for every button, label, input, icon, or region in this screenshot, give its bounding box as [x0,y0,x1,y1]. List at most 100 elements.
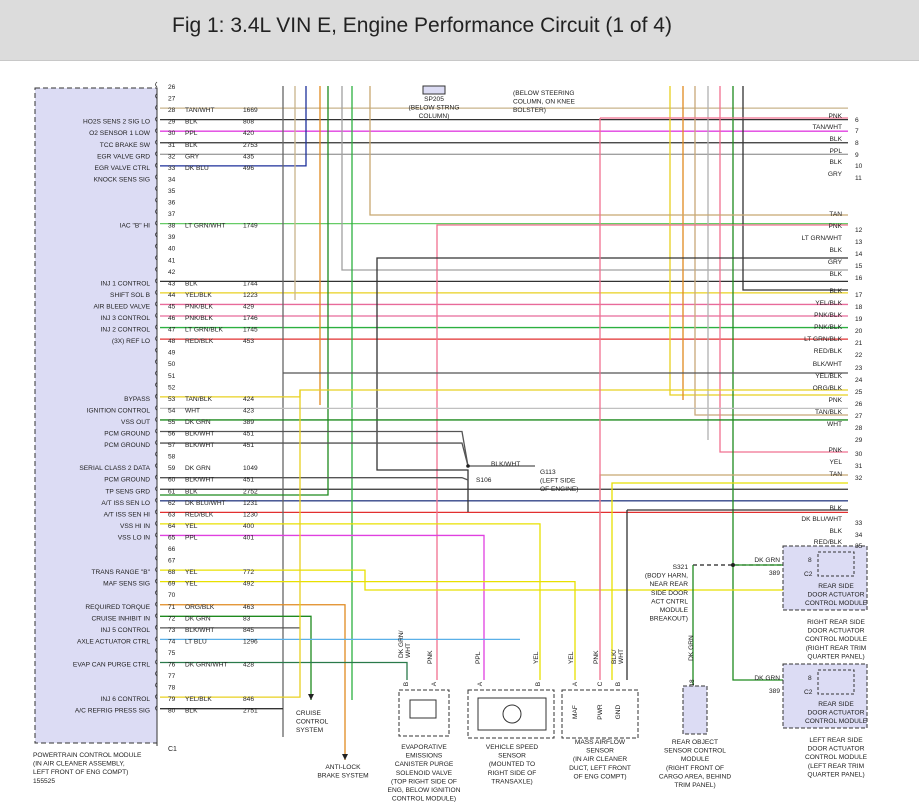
right-wire-number: 15 [855,263,863,270]
pin-arrow [155,231,158,238]
maf-label: DUCT, LEFT FRONT [569,765,631,772]
pin-8-label: 8 [808,557,812,564]
pin-function: TP SENS GRD [105,488,150,495]
s321-splice [731,563,735,567]
cruise-arrow [308,694,314,700]
right-door-box-label: CONTROL MODULE [805,600,868,607]
pin-number: 44 [168,292,176,299]
pin-arrow [155,347,158,353]
dk-grn-83 [160,615,312,700]
vss-a-wire: PPL [475,651,482,664]
right-wire-color: PNK [828,223,842,230]
blk-wht-57 [160,442,469,467]
pin-arrow [155,254,158,261]
right-wire-number: 28 [855,425,863,432]
right-door-desc: CONTROL MODULE [805,636,868,643]
wire-color-label: TAN/WHT [185,107,215,114]
pin-arrow [155,381,158,388]
circuit-number: 400 [243,523,254,530]
right-wire-color: GRY [828,259,843,266]
cruise-label: CONTROL [296,719,329,726]
circuit-number: 1231 [243,500,258,507]
abs-label: ANTI-LOCK [325,764,361,771]
right-wire-number: 24 [855,377,863,384]
pin-number: 27 [168,96,176,103]
pin-arrow [155,116,158,122]
evap-pin-a: A [431,681,438,686]
evap-valve-box [398,689,450,737]
circuit-number: 1744 [243,280,258,287]
wire-color-label: BLK/WHT [185,442,214,449]
cruise-label: CRUISE [296,710,322,717]
right-wire-color: PNK [828,113,842,120]
circuit-number: 1746 [243,315,258,322]
sp205-label: (BELOW STRNG [409,105,460,112]
pin-number: 34 [168,176,176,183]
s321-label: NEAR REAR [650,581,689,588]
rear-obj-label: MODULE [681,756,710,763]
wire-color-label: BLK [185,119,198,126]
maf-label: SENSOR [586,748,614,755]
pin-number: 49 [168,350,176,357]
pin-function: MAF SENS SIG [103,581,150,588]
pcm-label: (IN AIR CLEANER ASSEMBLY, [33,761,125,768]
dk-grn-vertical-label: DK GRN [688,635,695,661]
pin-number: 56 [168,431,176,438]
pin-arrow [155,555,158,561]
pcm-module-box [34,87,158,744]
circuit-number: 420 [243,130,254,137]
circuit-number: 389 [243,419,254,426]
pin-arrow [155,370,158,377]
figure-title: Fig 1: 3.4L VIN E, Engine Performance Ci… [172,14,672,37]
pin-function: EGR VALVE CTRL [95,165,151,172]
wire-color-label: WHT [185,407,200,414]
pin-number: 43 [168,280,176,287]
pin-number: 62 [168,500,176,507]
cruise-label: SYSTEM [296,727,323,734]
s106-splice [466,464,470,468]
circuit-number: 808 [243,119,254,126]
circuit-number: 1296 [243,638,258,645]
maf-wire-color: YEL [568,651,575,664]
pin-arrow [155,93,158,99]
vss-label: SENSOR [498,753,526,760]
vss-label: TRANSAXLE) [491,778,532,785]
pin-function: INJ 6 CONTROL [101,696,151,703]
evap-label: EMISSIONS [406,753,443,760]
pin-arrow [155,208,158,215]
pin-number: 73 [168,627,176,634]
right-wire-color: BLK [830,136,843,143]
pin-number: 45 [168,303,176,310]
right-wire-color: BLK [830,528,843,535]
pin-number: 53 [168,396,176,403]
wire-color-label: BLK/WHT [185,477,214,484]
pin-arrow [155,185,158,192]
wire-color-label: PNK/BLK [185,315,213,322]
pin-arrow [155,174,158,180]
circuit-number: 2753 [243,142,258,149]
pin-arrow [155,612,158,619]
left-door-inner [817,669,855,695]
pin-number: 77 [168,673,176,680]
right-wire-number: 7 [855,128,859,135]
right-wire-color: BLK [830,505,843,512]
circuit-number: 2752 [243,488,258,495]
figure-header: Fig 1: 3.4L VIN E, Engine Performance Ci… [0,0,919,61]
wire-color-label: BLK/WHT [185,627,214,634]
pin-number: 58 [168,454,176,461]
pin-function: INJ 2 CONTROL [101,327,151,334]
wire-color-label: BLK [185,280,198,287]
pin-function: O2 SENSOR 1 LOW [89,130,151,137]
maf-pin-letter: C [597,681,604,686]
right-door-desc: QUARTER PANEL) [807,653,864,660]
pin-function: VSS HI IN [120,523,150,530]
yel-to-maf [611,482,848,680]
right-wire-number: 18 [855,304,863,311]
pin-function: A/C REFRIG PRESS SIG [75,708,150,715]
pin-arrow [155,543,158,550]
pin-number: 31 [168,142,176,149]
pin-function: PCM GROUND [104,442,150,449]
pin-number: 39 [168,234,176,241]
evap-a-wire: PNK [427,650,434,664]
